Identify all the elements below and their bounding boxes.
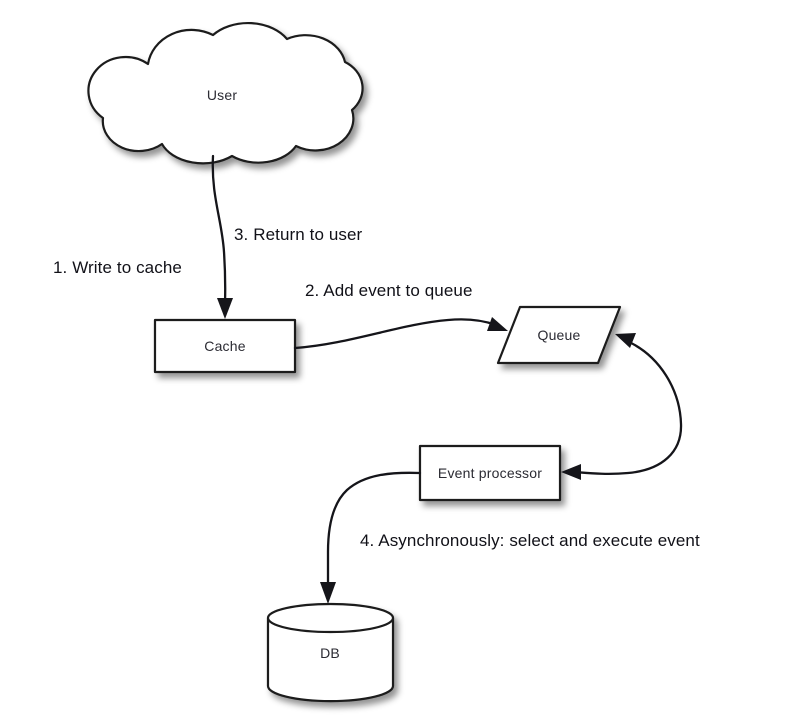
node-db[interactable]	[266, 602, 395, 703]
edge-user-to-cache-path	[211, 154, 227, 309]
edge-arrowhead-into-queue	[615, 333, 636, 348]
edge-label-write-to-cache: 1. Write to cache	[53, 258, 182, 277]
db-cylinder-top	[266, 602, 395, 634]
edge-queue-event-processor	[561, 333, 683, 480]
edge-event-processor-to-db-arrowhead	[320, 582, 336, 604]
event-processor-rect	[418, 444, 562, 502]
edge-user-to-cache	[211, 154, 233, 319]
node-queue[interactable]	[496, 305, 622, 365]
edge-label-return-to-user: 3. Return to user	[234, 225, 363, 244]
edge-label-add-event-to-queue: 2. Add event to queue	[305, 281, 473, 300]
node-label-event-processor: Event processor	[437, 465, 543, 481]
node-label-queue: Queue	[537, 327, 581, 343]
edge-queue-event-processor-path	[572, 339, 683, 475]
node-cache[interactable]	[153, 318, 297, 374]
node-label-user: User	[206, 87, 238, 103]
edge-cache-to-queue-path	[293, 318, 498, 350]
cloud-shape	[87, 21, 364, 165]
edge-event-processor-to-db-path	[326, 471, 422, 594]
db-cylinder-body	[266, 616, 395, 703]
node-label-db: DB	[320, 645, 340, 661]
queue-parallelogram	[496, 305, 622, 365]
edge-event-processor-to-db	[320, 471, 422, 604]
edge-arrowhead-into-event-processor	[561, 464, 581, 480]
node-user[interactable]	[87, 21, 364, 165]
edge-user-to-cache-arrowhead	[217, 298, 233, 319]
edge-cache-to-queue	[293, 317, 508, 350]
edge-label-asynchronously-select-and-execute-event: 4. Asynchronously: select and execute ev…	[360, 531, 700, 550]
cache-rect	[153, 318, 297, 374]
edge-cache-to-queue-arrowhead	[487, 317, 508, 331]
node-event-processor[interactable]	[418, 444, 562, 502]
node-label-cache: Cache	[204, 338, 246, 354]
